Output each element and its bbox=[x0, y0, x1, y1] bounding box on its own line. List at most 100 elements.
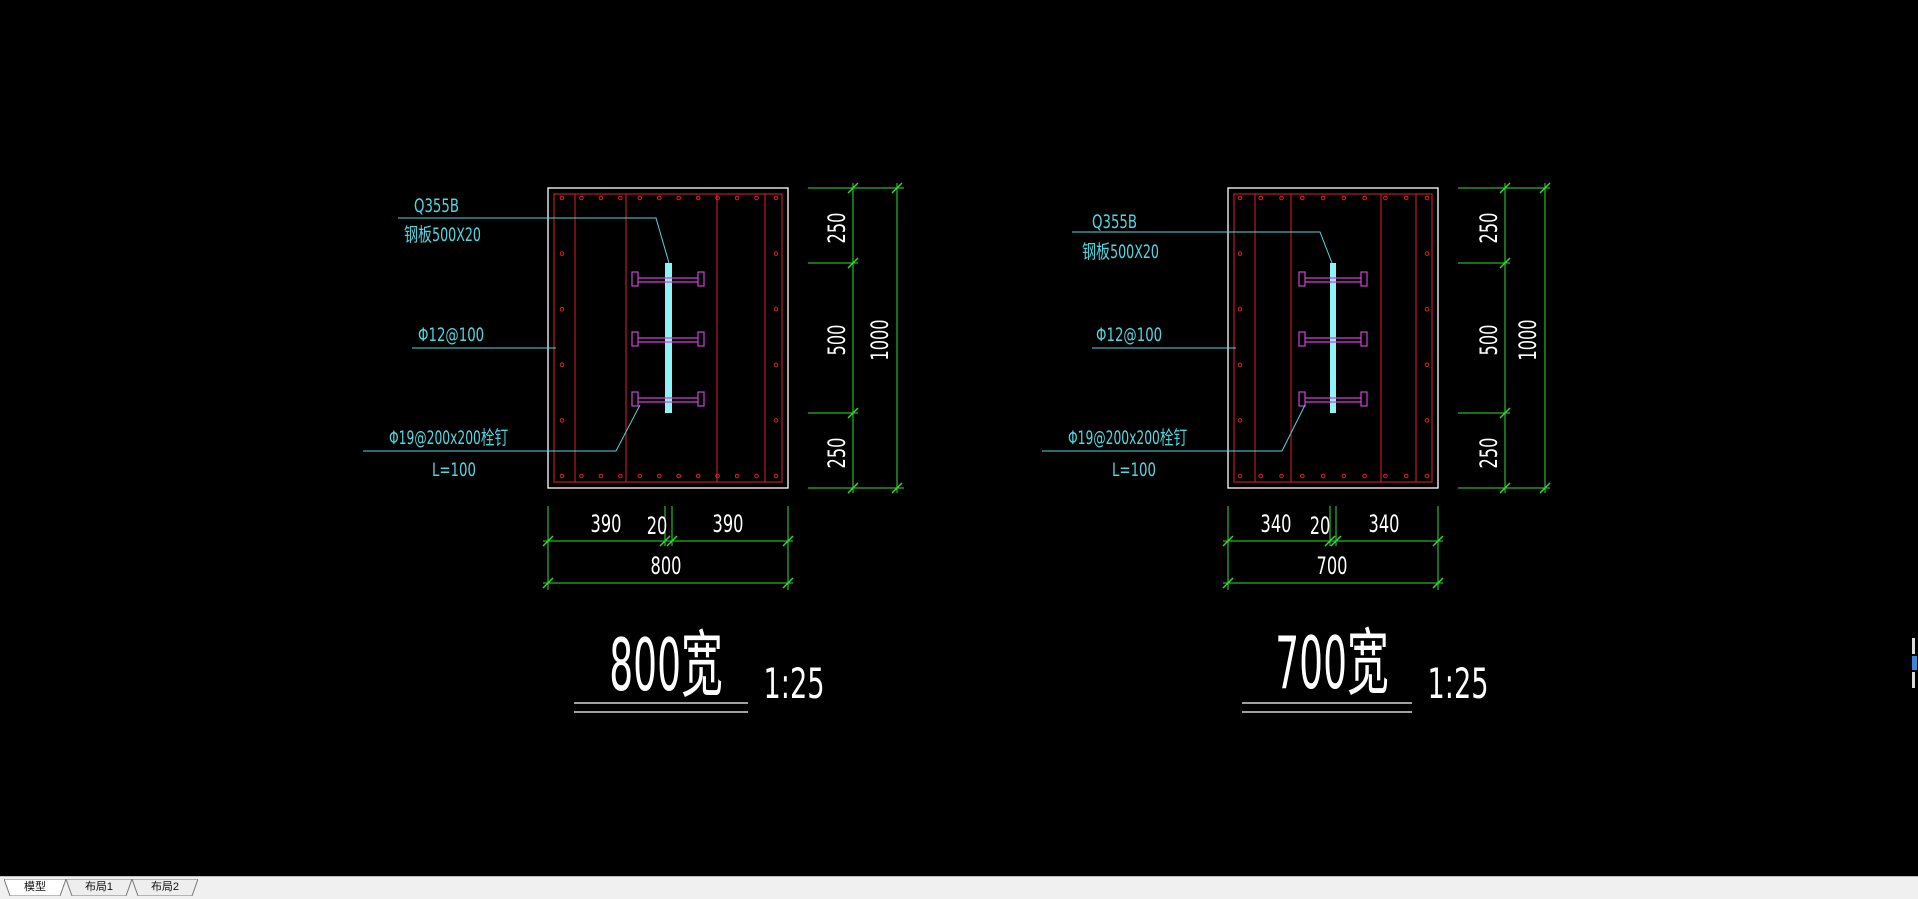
tab-layout-2[interactable]: 布局2 bbox=[132, 879, 198, 896]
detail-scale: 1:25 bbox=[763, 659, 824, 708]
rebar-dot bbox=[734, 195, 740, 201]
rebar-dot bbox=[656, 195, 662, 201]
stud-length-label: L=100 bbox=[432, 459, 476, 481]
dim-v-total: 1000 bbox=[867, 319, 895, 360]
dim-h-total: 800 bbox=[651, 553, 682, 581]
dimension-tick bbox=[542, 535, 554, 547]
rebar-dot bbox=[1237, 418, 1243, 423]
stud-head bbox=[697, 331, 705, 347]
rebar-dot bbox=[1403, 473, 1409, 479]
plate-label: 钢板500X20 bbox=[404, 223, 481, 246]
dimension-tick bbox=[1324, 535, 1336, 547]
rebar-dot bbox=[1383, 473, 1388, 479]
rebar-dot bbox=[773, 251, 779, 256]
dimension-tick bbox=[1222, 577, 1234, 589]
tab-layout-1[interactable]: 布局1 bbox=[66, 879, 132, 896]
rebar-dot bbox=[1237, 362, 1243, 368]
dimension-tick bbox=[891, 182, 903, 194]
dimension-tick bbox=[1432, 535, 1444, 547]
dimension-tick bbox=[1539, 482, 1551, 494]
dim-v-top: 250 bbox=[1476, 213, 1504, 244]
rebar-dot bbox=[1424, 195, 1430, 201]
rebar-dot bbox=[1279, 473, 1284, 479]
rebar-dot bbox=[1237, 251, 1243, 256]
rebar-dot bbox=[1424, 473, 1430, 479]
material-grade-label: Q355B bbox=[414, 195, 459, 217]
rebar-dot bbox=[598, 473, 604, 479]
dimension-tick bbox=[1499, 182, 1511, 194]
stud-head bbox=[631, 331, 639, 347]
dim-h-plate: 20 bbox=[647, 513, 668, 541]
dim-v-bottom: 250 bbox=[1476, 438, 1504, 469]
vertical-scrollbar[interactable] bbox=[1910, 638, 1918, 690]
rebar-dot bbox=[598, 195, 604, 201]
dimension-tick bbox=[1330, 535, 1342, 547]
detail-title: 800宽 bbox=[609, 623, 722, 707]
rebar-cage bbox=[1233, 193, 1433, 483]
dim-v-total: 1000 bbox=[1515, 319, 1543, 360]
leader-lines bbox=[363, 217, 670, 452]
stud-head bbox=[631, 391, 639, 407]
section-detail-700: Q355B 钢板500X20 Φ12@100 Φ19@200x200栓钉 L=1… bbox=[1042, 182, 1551, 713]
stud-head bbox=[631, 271, 639, 287]
leader-lines bbox=[1042, 231, 1333, 452]
cad-drawing-canvas[interactable]: Q355B 钢板500X20 Φ12@100 Φ19@200x200栓钉 L=1… bbox=[0, 0, 1918, 878]
detail-scale: 1:25 bbox=[1427, 659, 1488, 708]
tab-model-label: 模型 bbox=[24, 881, 46, 893]
shear-studs bbox=[1298, 271, 1368, 407]
rebar-dot bbox=[1341, 473, 1347, 479]
section-detail-800: Q355B 钢板500X20 Φ12@100 Φ19@200x200栓钉 L=1… bbox=[363, 182, 904, 713]
vertical-dimensions bbox=[808, 182, 904, 494]
rebar-dot bbox=[1424, 306, 1430, 312]
rebar-dot bbox=[1362, 473, 1367, 479]
stud-head bbox=[1298, 391, 1306, 407]
stud-head bbox=[1360, 331, 1368, 347]
rebar-dot bbox=[1320, 195, 1326, 201]
rebar-dot bbox=[559, 195, 565, 201]
dimension-tick bbox=[891, 482, 903, 494]
stud-head bbox=[1360, 271, 1368, 287]
section-outline bbox=[547, 187, 789, 489]
rebar-dot bbox=[676, 473, 682, 479]
rebar-dot bbox=[695, 195, 701, 201]
rebar-dot bbox=[1300, 473, 1305, 479]
stud-head bbox=[1298, 331, 1306, 347]
rebar-dot bbox=[1424, 362, 1430, 368]
rebar-dot bbox=[676, 195, 682, 201]
rebar-dot bbox=[656, 473, 662, 479]
dimension-tick bbox=[847, 407, 859, 419]
detail-title: 700宽 bbox=[1275, 621, 1388, 705]
vertical-dimensions bbox=[1458, 182, 1551, 494]
stud-label: Φ19@200x200栓钉 bbox=[1068, 427, 1187, 449]
stud-label: Φ19@200x200栓钉 bbox=[389, 427, 508, 449]
dim-v-top: 250 bbox=[824, 213, 852, 244]
dim-h-plate: 20 bbox=[1310, 513, 1331, 541]
tab-model[interactable]: 模型 bbox=[4, 879, 66, 896]
dim-h-left: 390 bbox=[591, 511, 622, 539]
dimension-tick bbox=[1499, 257, 1511, 269]
rebar-dot bbox=[559, 362, 565, 368]
tab-layout-1-label: 布局1 bbox=[84, 881, 114, 893]
rebar-dot bbox=[695, 473, 701, 479]
dimension-tick bbox=[1222, 535, 1234, 547]
rebar-dot bbox=[1320, 473, 1326, 479]
rebar-dot bbox=[579, 473, 584, 479]
dimension-tick bbox=[659, 535, 671, 547]
stud-head bbox=[697, 391, 705, 407]
rebar-dot bbox=[1362, 195, 1367, 201]
rebar-dot bbox=[559, 418, 565, 423]
dimension-tick bbox=[666, 535, 678, 547]
title-underline bbox=[574, 702, 748, 713]
dim-h-total: 700 bbox=[1317, 553, 1348, 581]
rebar-dot bbox=[773, 418, 779, 423]
rebar-dot bbox=[1237, 195, 1243, 201]
dim-v-middle: 500 bbox=[824, 325, 852, 356]
rebar-dot bbox=[559, 306, 565, 312]
shear-studs bbox=[631, 271, 705, 407]
rebar-label: Φ12@100 bbox=[418, 324, 484, 346]
dimension-tick bbox=[782, 535, 794, 547]
stud-length-label: L=100 bbox=[1112, 459, 1156, 481]
stud-head bbox=[697, 271, 705, 287]
dimension-tick bbox=[847, 257, 859, 269]
dimension-tick bbox=[782, 577, 794, 589]
